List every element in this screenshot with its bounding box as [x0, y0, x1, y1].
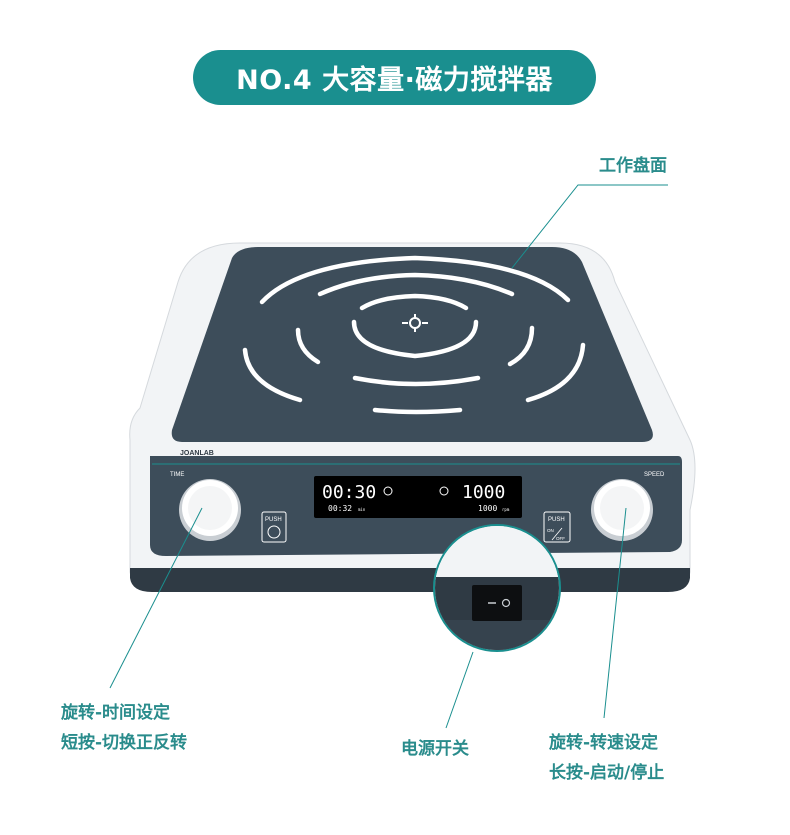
- callout-work-plate: 工作盘面: [599, 156, 667, 176]
- center-crosshair: [402, 314, 428, 332]
- display-speed-small: 1000: [478, 504, 497, 513]
- push-button-right[interactable]: PUSH ON OFF: [543, 511, 571, 543]
- work-plate: [171, 247, 653, 442]
- device-base-shadow: [130, 568, 690, 592]
- callout-lines: [109, 184, 668, 729]
- time-label: TIME: [170, 472, 184, 478]
- display-time-small: 00:32: [328, 504, 352, 513]
- time-knob[interactable]: [179, 479, 241, 541]
- callout-right-knob-rotate: 旋转-转速设定: [549, 733, 659, 753]
- callout-right-knob-press: 长按-启动/停止: [549, 763, 665, 783]
- svg-text:PUSH: PUSH: [265, 517, 282, 523]
- push-button-left[interactable]: PUSH: [261, 511, 287, 543]
- power-switch[interactable]: [472, 585, 522, 621]
- display-speed-unit: rpm: [502, 507, 510, 512]
- svg-text:OFF: OFF: [556, 536, 565, 541]
- callout-left-knob-press: 短按-切换正反转: [61, 733, 188, 753]
- callout-left-knob-rotate: 旋转-时间设定: [61, 703, 171, 723]
- svg-text:PUSH: PUSH: [548, 517, 565, 523]
- display-speed: 1000: [462, 482, 505, 503]
- display-time: 00:30: [322, 482, 376, 503]
- power-switch-magnifier: [433, 524, 561, 652]
- lcd-display: 00:30 00:32 min 1000 1000 rpm: [314, 476, 522, 518]
- clock-icon: [383, 486, 393, 496]
- speed-knob[interactable]: [591, 479, 653, 541]
- speed-label: SPEED: [644, 472, 665, 478]
- svg-text:ON: ON: [547, 528, 554, 533]
- plate-ring-markings: [242, 255, 586, 415]
- callout-power-switch: 电源开关: [401, 739, 469, 759]
- rotation-icon: [439, 486, 449, 496]
- brand-logo: JOANLAB: [180, 450, 214, 457]
- title-banner: NO.4 大容量·磁力搅拌器: [193, 50, 596, 105]
- display-time-unit: min: [358, 507, 366, 512]
